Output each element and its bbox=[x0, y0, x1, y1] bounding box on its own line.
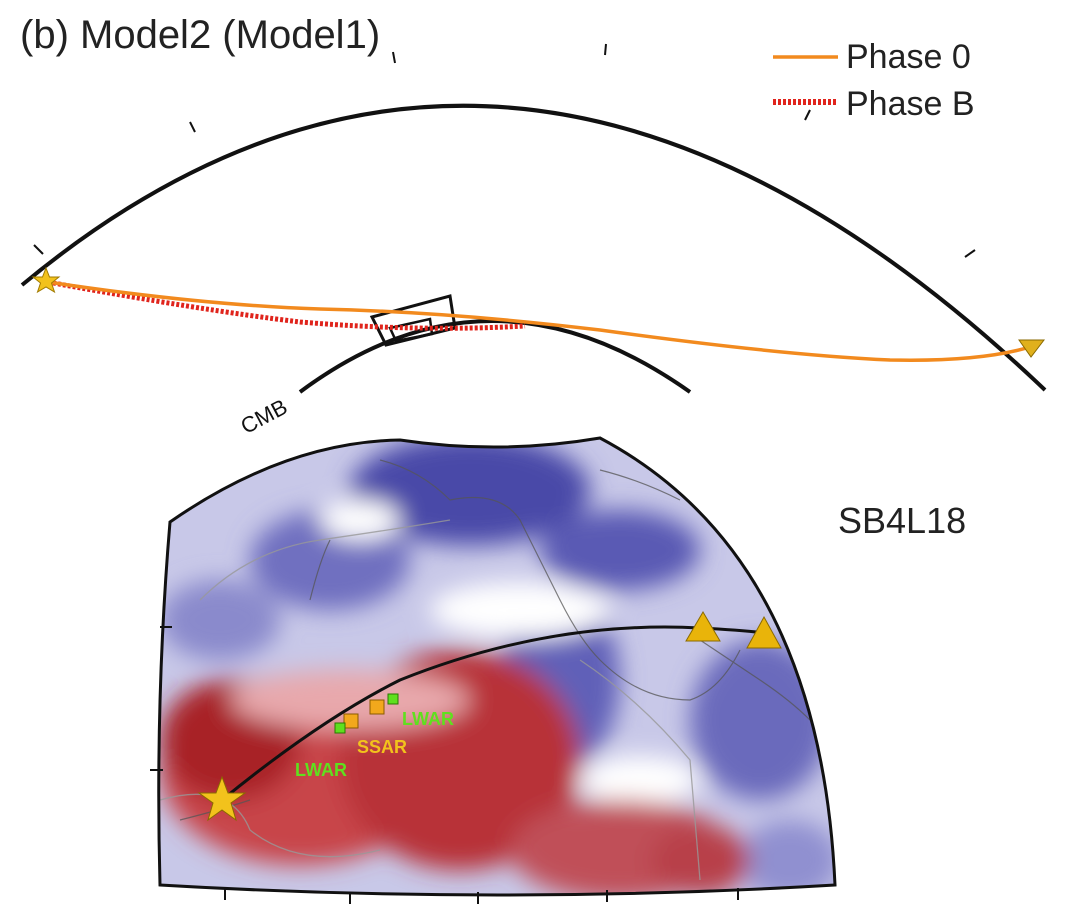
map-source-star-icon bbox=[197, 775, 247, 822]
great-circle-path bbox=[221, 625, 766, 802]
legend-phase-b-label: Phase B bbox=[846, 85, 975, 123]
station-triangle-icon bbox=[746, 615, 782, 649]
model-label: SB4L18 bbox=[838, 500, 966, 541]
map-ticks bbox=[150, 626, 739, 904]
lwar-square-icon bbox=[387, 693, 399, 705]
tomography-map: LWAR SSAR LWAR bbox=[150, 436, 837, 904]
ssar-square-icon bbox=[343, 713, 359, 729]
map-outline bbox=[157, 436, 837, 897]
phase-b-ray bbox=[47, 279, 526, 331]
cmb-label: CMB bbox=[236, 394, 291, 439]
lwar-square-icon bbox=[334, 722, 346, 734]
region-label-ssar: SSAR bbox=[357, 737, 407, 757]
earth-surface-arc bbox=[20, 103, 1047, 392]
station-triangle-icon bbox=[685, 611, 721, 642]
receiver-inverted-triangle-icon bbox=[1018, 339, 1046, 358]
surface-ticks bbox=[33, 43, 976, 258]
panel-title: (b) Model2 (Model1) bbox=[20, 13, 380, 57]
region-label-lwar-lower: LWAR bbox=[295, 760, 347, 780]
legend: Phase 0 Phase B bbox=[773, 38, 975, 123]
phase-0-ray bbox=[47, 280, 1031, 362]
study-region-inner-box bbox=[388, 317, 434, 343]
legend-phase-0-label: Phase 0 bbox=[846, 38, 971, 76]
ssar-square-icon bbox=[369, 699, 385, 715]
cmb-arc bbox=[298, 319, 692, 394]
region-label-lwar-upper: LWAR bbox=[402, 709, 454, 729]
source-star-icon bbox=[31, 266, 61, 294]
